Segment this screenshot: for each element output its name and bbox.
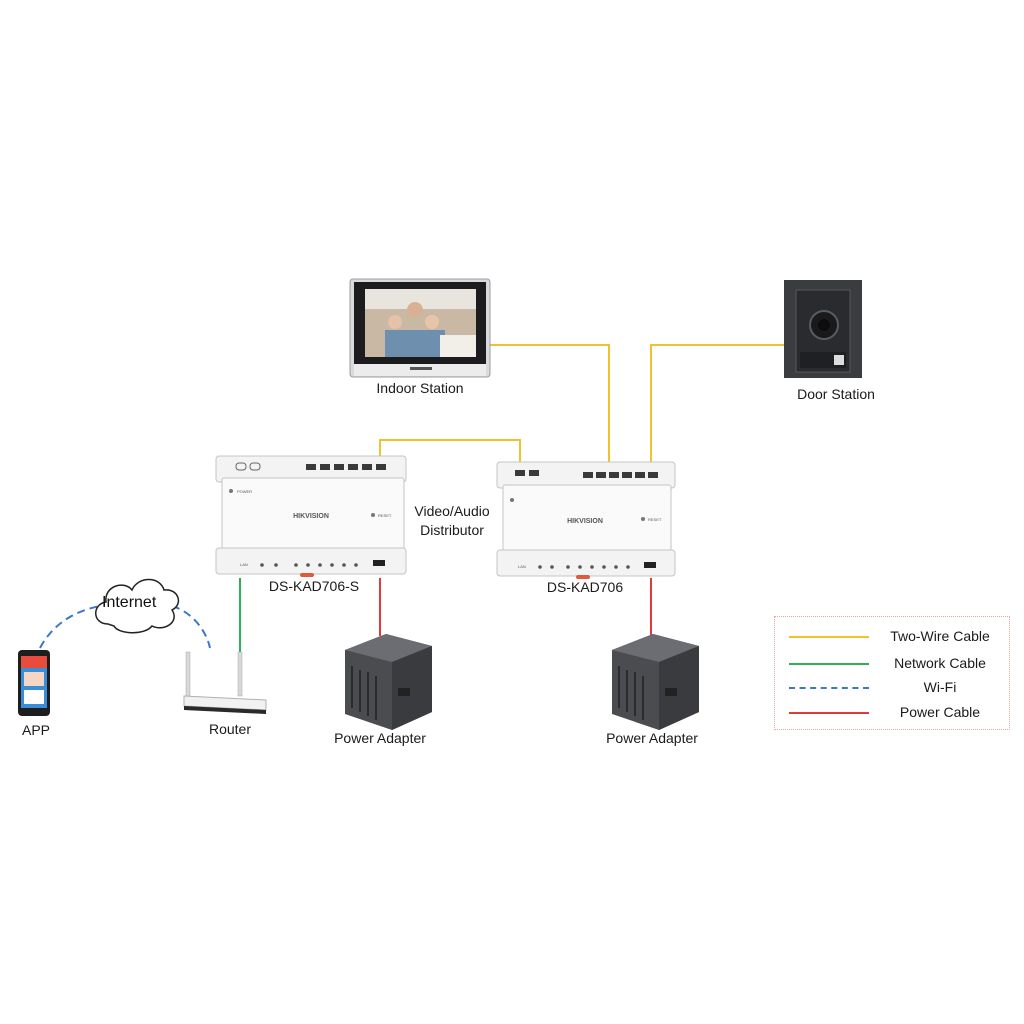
door-station-device [784,280,862,378]
lan-marking-1: LAN [240,562,248,567]
indoor-station-label: Indoor Station [376,380,464,396]
legend-swatch-power [789,712,869,714]
distributor-caption-line2: Distributor [420,522,484,538]
reset-marking-1: RESET [378,513,392,518]
reset-marking-2: RESET [648,517,662,522]
internet-cloud-icon [95,578,180,634]
cables [39,344,784,652]
brand-marking-1: HIKVISION [293,513,329,520]
two-wire-cable-indoor [490,344,610,470]
router-device [183,651,267,714]
legend-item-two-wire: Two-Wire Cable [775,627,1011,647]
power-adapter-label-1: Power Adapter [334,730,426,746]
wifi-link-app [39,605,101,649]
legend-item-wifi: Wi-Fi [775,678,1011,698]
door-station-label: Door Station [797,386,875,402]
internet-label: Internet [102,594,157,611]
two-wire-cable-door [650,344,784,470]
legend-label-wifi: Wi-Fi [923,679,957,695]
power-adapter-label-2: Power Adapter [606,730,698,746]
app-phone-device [18,650,50,716]
legend-item-network: Network Cable [775,654,1011,674]
lan-marking-2: LAN [518,564,526,569]
legend-label-power: Power Cable [899,704,981,720]
legend-label-network: Network Cable [894,655,986,671]
ds-kad706-device: HIKVISION RESET LAN [496,461,676,579]
legend-swatch-wifi [789,687,869,689]
power-adapter-device-2 [612,634,699,730]
legend-label-two-wire: Two-Wire Cable [890,628,990,644]
app-label: APP [21,722,51,738]
distributor-caption-line1: Video/Audio [414,503,490,519]
indoor-station-device [349,278,491,378]
router-label: Router [208,721,252,737]
wifi-link-router [171,605,211,649]
ds-kad706-s-device: POWER HIKVISION RESET LAN [215,455,407,577]
legend-item-power: Power Cable [775,703,1011,723]
ds-kad706-s-label: DS-KAD706-S [268,578,360,594]
two-wire-cable-cascade [379,439,521,468]
ds-kad706-label: DS-KAD706 [546,579,624,595]
power-adapter-device-1 [345,634,432,730]
power-marking-1: POWER [237,489,252,494]
legend-swatch-network [789,663,869,665]
legend-swatch-two-wire [789,636,869,638]
brand-marking-2: HIKVISION [567,518,603,525]
legend: Two-Wire Cable Network Cable Wi-Fi Power… [774,616,1010,730]
